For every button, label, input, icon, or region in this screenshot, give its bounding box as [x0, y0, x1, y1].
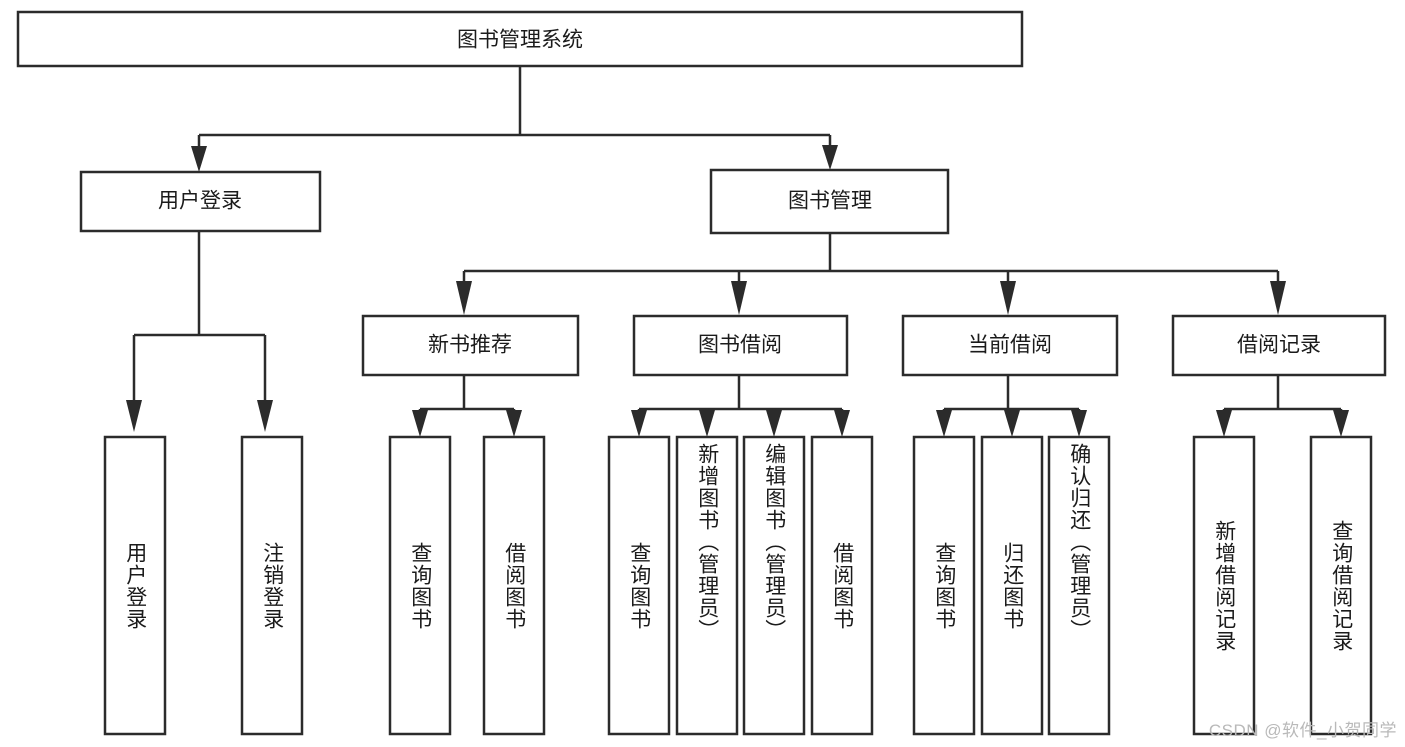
leaf-box-borrow-record-1[interactable]: [1192, 435, 1256, 736]
leaf-box-new-book-2[interactable]: [482, 435, 546, 736]
node-root-label: 图书管理系统: [457, 29, 583, 52]
leaf-box-current-borrow-1[interactable]: [912, 435, 976, 736]
node-borrow-record-label: 借阅记录: [1237, 334, 1321, 357]
leaf-box-borrow-record-2[interactable]: [1309, 435, 1373, 736]
leaf-box-user-login-1[interactable]: [103, 435, 167, 736]
arrow-head-bookborrow-leaf-4: [834, 410, 850, 437]
node-user-login[interactable]: 用户登录: [79, 170, 322, 233]
node-current-borrow[interactable]: 当前借阅: [901, 314, 1119, 377]
node-book-manage-box[interactable]: [709, 168, 950, 235]
arrow-head-currentborrow-leaf-1: [936, 410, 952, 437]
node-new-book-recommend-label: 新书推荐: [428, 334, 512, 357]
arrow-head-book-manage: [822, 145, 838, 170]
leaf-box-new-book-1[interactable]: [388, 435, 452, 736]
node-new-book-recommend[interactable]: 新书推荐: [361, 314, 580, 377]
node-root[interactable]: 图书管理系统: [16, 10, 1024, 68]
node-user-login-label: 用户登录: [158, 190, 242, 213]
node-book-manage[interactable]: 图书管理: [709, 168, 950, 235]
node-root-box[interactable]: [16, 10, 1024, 68]
arrow-head-currentborrow-leaf-3: [1071, 410, 1087, 437]
node-current-borrow-box[interactable]: [901, 314, 1119, 377]
arrow-head-currentborrow-leaf-2: [1004, 410, 1020, 437]
leaf-box-current-borrow-3[interactable]: [1047, 435, 1111, 736]
arrow-head-bookborrow-leaf-2: [699, 410, 715, 437]
node-book-borrow[interactable]: 图书借阅: [632, 314, 849, 377]
node-book-borrow-box[interactable]: [632, 314, 849, 377]
arrow-head-user-login: [191, 146, 207, 172]
watermark: CSDN @软件_小贺同学: [1208, 721, 1397, 740]
leaf-box-book-borrow-1[interactable]: [607, 435, 671, 736]
node-borrow-record-box[interactable]: [1171, 314, 1387, 377]
node-book-manage-label: 图书管理: [788, 190, 872, 213]
arrow-head-borrowrecord-leaf-2: [1333, 410, 1349, 437]
node-current-borrow-label: 当前借阅: [968, 334, 1052, 357]
leaf-box-user-login-2[interactable]: [240, 435, 304, 736]
arrow-head-borrow-record: [1270, 281, 1286, 315]
arrow-head-bookborrow-leaf-1: [631, 410, 647, 437]
arrow-head-user-leaf-2: [257, 400, 273, 432]
arrow-head-borrowrecord-leaf-1: [1216, 410, 1232, 437]
arrow-head-current-borrow: [1000, 281, 1016, 315]
arrow-head-user-leaf-1: [126, 400, 142, 432]
leaf-box-book-borrow-3[interactable]: [742, 435, 806, 736]
leaf-box-book-borrow-4[interactable]: [810, 435, 874, 736]
node-new-book-recommend-box[interactable]: [361, 314, 580, 377]
arrow-head-bookborrow-leaf-3: [766, 410, 782, 437]
leaf-box-book-borrow-2[interactable]: [675, 435, 739, 736]
arrow-head-book-borrow: [731, 281, 747, 315]
arrow-head-new-book: [456, 281, 472, 315]
node-borrow-record[interactable]: 借阅记录: [1171, 314, 1387, 377]
node-book-borrow-label: 图书借阅: [698, 334, 782, 357]
leaf-box-current-borrow-2[interactable]: [980, 435, 1044, 736]
arrow-head-newbook-leaf-2: [506, 410, 522, 437]
connector-layer: [126, 66, 1349, 437]
leaf-box-layer: [103, 435, 1373, 736]
node-user-login-box[interactable]: [79, 170, 322, 233]
arrow-head-newbook-leaf-1: [412, 410, 428, 437]
